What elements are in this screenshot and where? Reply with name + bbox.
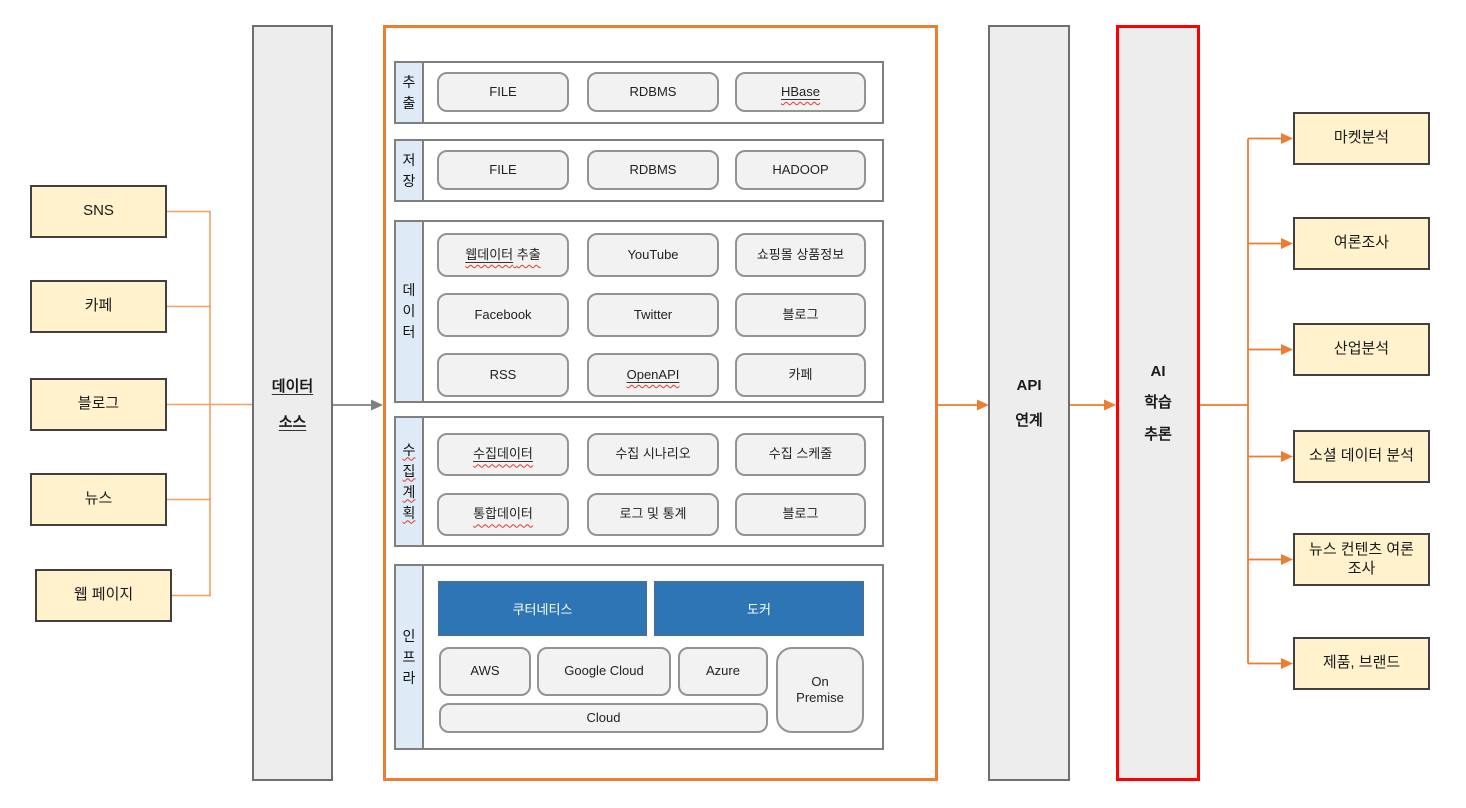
gray-flow-arrow — [333, 399, 383, 411]
source-label: SNS — [83, 202, 114, 220]
extract-item-rdbms: RDBMS — [587, 72, 719, 112]
store-item-file: FILE — [437, 150, 569, 190]
data-item-web-extract: 웹데이터 추출 — [437, 233, 569, 277]
infra-azure-box: Azure — [678, 647, 768, 696]
section-collection-plan-label: 수집계획 — [402, 441, 416, 521]
extract-item-hbase: HBase — [735, 72, 866, 112]
source-box-webpage: 웹 페이지 — [35, 569, 172, 622]
data-item-rss: RSS — [437, 353, 569, 397]
data-item-shopping: 쇼핑몰 상품정보 — [735, 233, 866, 277]
data-item-blog: 블로그 — [735, 293, 866, 337]
source-box-blog: 블로그 — [30, 378, 167, 431]
api-line2: 연계 — [1015, 411, 1043, 429]
data-item-twitter: Twitter — [587, 293, 719, 337]
source-box-sns: SNS — [30, 185, 167, 238]
source-box-cafe: 카페 — [30, 280, 167, 333]
infra-docker-box: 도커 — [654, 581, 864, 636]
data-source-line1: 데이터 — [271, 377, 314, 395]
output-box-product-brand: 제품, 브랜드 — [1293, 637, 1430, 690]
plan-item-collect-data: 수집데이터 — [437, 433, 569, 476]
data-source-line2: 소스 — [278, 413, 307, 431]
section-infra-label-cell: 인프라 — [394, 564, 424, 750]
plan-item-schedule: 수집 스케줄 — [735, 433, 866, 476]
right-branch-arrows — [1247, 133, 1293, 669]
plan-item-scenario: 수집 시나리오 — [587, 433, 719, 476]
extract-item-file: FILE — [437, 72, 569, 112]
section-data-label: 데이터 — [402, 282, 416, 340]
source-label: 블로그 — [77, 395, 120, 413]
output-box-opinion-poll: 여론조사 — [1293, 217, 1430, 270]
source-label: 뉴스 — [84, 490, 113, 508]
infra-kubernetes-box: 쿠터네티스 — [438, 581, 647, 636]
source-box-news: 뉴스 — [30, 473, 167, 526]
data-item-openapi: OpenAPI — [587, 353, 719, 397]
store-item-hadoop: HADOOP — [735, 150, 866, 190]
section-collection-plan-label-cell: 수집계획 — [394, 416, 424, 547]
api-line1: API — [1016, 376, 1042, 394]
left-connector-lines — [167, 210, 252, 597]
section-extract-label-cell: 추출 — [394, 61, 424, 124]
data-item-cafe: 카페 — [735, 353, 866, 397]
data-source-column: 데이터 소스 — [252, 25, 333, 781]
output-box-news-contents: 뉴스 컨텐츠 여론조사 — [1293, 533, 1430, 586]
source-label: 웹 페이지 — [73, 586, 134, 604]
infra-google-cloud-box: Google Cloud — [537, 647, 671, 696]
section-store-label-cell: 저장 — [394, 139, 424, 202]
data-item-youtube: YouTube — [587, 233, 719, 277]
plan-item-blog: 블로그 — [735, 493, 866, 536]
output-box-market-analysis: 마켓분석 — [1293, 112, 1430, 165]
plan-item-merged-data: 통합데이터 — [437, 493, 569, 536]
ai-line1: AI — [1150, 362, 1166, 380]
plan-item-log-stats: 로그 및 통계 — [587, 493, 719, 536]
ai-line2: 학습 — [1144, 393, 1172, 411]
section-infra-label: 인프라 — [402, 627, 416, 686]
orange-flow-arrows — [938, 399, 1248, 411]
infra-aws-box: AWS — [439, 647, 531, 696]
ai-line3: 추론 — [1144, 425, 1172, 443]
store-item-rdbms: RDBMS — [587, 150, 719, 190]
data-item-facebook: Facebook — [437, 293, 569, 337]
api-link-column: API 연계 — [988, 25, 1070, 781]
section-data-label-cell: 데이터 — [394, 220, 424, 403]
section-store-label: 저장 — [402, 151, 416, 189]
infra-on-premise-box: On Premise — [776, 647, 864, 733]
infra-cloud-box: Cloud — [439, 703, 768, 733]
output-box-social-data: 소셜 데이터 분석 — [1293, 430, 1430, 483]
source-label: 카페 — [84, 297, 113, 315]
ai-inference-column: AI 학습 추론 — [1116, 25, 1200, 781]
section-extract-label: 추출 — [402, 73, 416, 111]
output-box-industry-analysis: 산업분석 — [1293, 323, 1430, 376]
